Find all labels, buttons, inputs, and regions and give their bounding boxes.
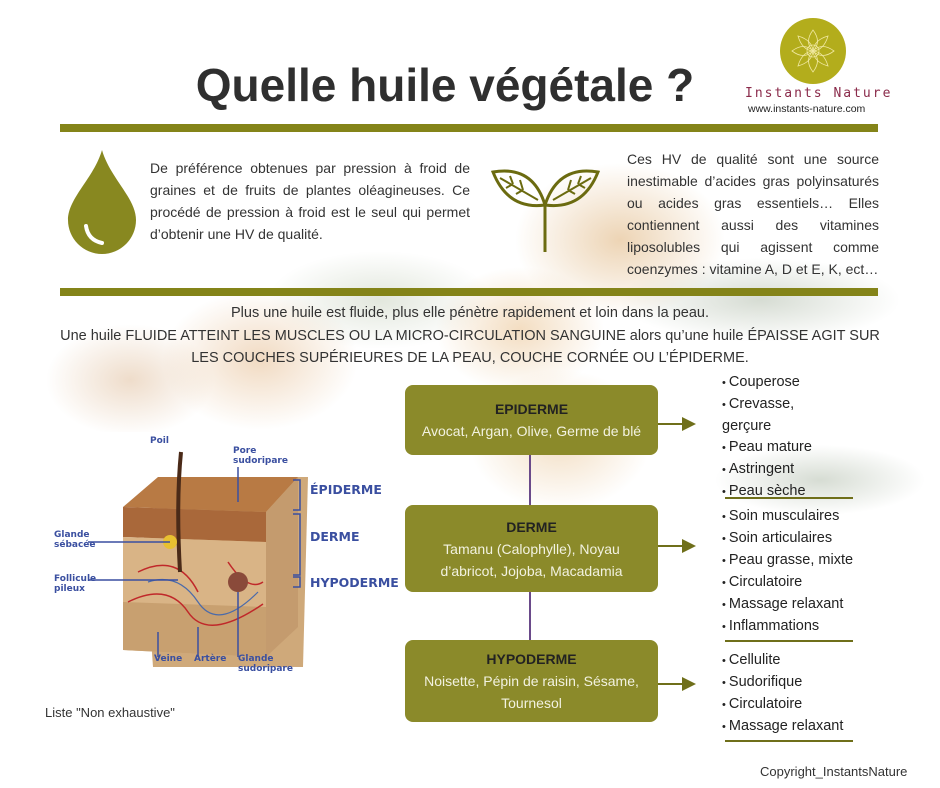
list-item: Soin articulaires: [722, 528, 853, 550]
layer-name: EPIDERME: [494, 401, 569, 417]
layer-oils: Noisette, Pépin de raisin, Sésame, Tourn…: [424, 673, 639, 711]
uses-list-derme: Soin musculaires Soin articulaires Peau …: [722, 506, 853, 638]
layer-name: DERME: [506, 518, 557, 535]
label-artere: Artère: [194, 654, 227, 664]
layer-oils: Avocat, Argan, Olive, Germe de blé: [421, 423, 642, 439]
label-pore-2: sudoripare: [233, 456, 288, 466]
uses-list-epiderme: Couperose Crevasse, gerçure Peau mature …: [722, 372, 842, 503]
list-item: Massage relaxant: [722, 594, 853, 616]
layer-box-derme: DERME Tamanu (Calophylle), Noyau d’abric…: [405, 505, 658, 592]
brand-url[interactable]: www.instants-nature.com: [748, 103, 866, 115]
label-veine: Veine: [154, 654, 183, 664]
intro-right-text: Ces HV de qualité sont une source inesti…: [627, 151, 879, 277]
intro-left-text: De préférence obtenues par pression à fr…: [150, 160, 470, 242]
label-glande-1: Glande: [54, 530, 90, 540]
oil-drop-icon: [66, 148, 138, 260]
center-line: Une huile FLUIDE ATTEINT LES MUSCLES OU …: [60, 327, 880, 344]
list-item: Soin musculaires: [722, 506, 853, 528]
label-gs-2: sudoripare: [238, 664, 293, 674]
plant-icon: [488, 160, 603, 259]
list-item: Inflammations: [722, 616, 853, 638]
label-hypoderme: HYPODERME: [310, 575, 399, 590]
layer-name: HYPODERME: [486, 651, 577, 667]
layer-box-epiderme: EPIDERME Avocat, Argan, Olive, Germe de …: [405, 385, 658, 455]
copyright-text: Copyright_InstantsNature: [760, 764, 908, 779]
separator: [725, 497, 853, 499]
list-item: Circulatoire: [722, 572, 853, 594]
divider-top: [60, 124, 878, 132]
label-gs-1: Glande: [238, 654, 274, 664]
label-derme: DERME: [310, 529, 360, 544]
label-follicule-2: pileux: [54, 584, 85, 594]
page-title: Quelle huile végétale ?: [195, 59, 695, 111]
list-item: Peau grasse, mixte: [722, 550, 853, 572]
note-text: Liste "Non exhaustive": [45, 705, 175, 720]
uses-list-hypoderme: Cellulite Sudorifique Circulatoire Massa…: [722, 650, 843, 738]
divider-middle: [60, 288, 878, 296]
arrow-icon: [658, 677, 696, 691]
list-item: Astringent: [722, 459, 842, 481]
layer-box-hypoderme: HYPODERME Noisette, Pépin de raisin, Sés…: [405, 640, 658, 722]
list-item: Massage relaxant: [722, 716, 843, 738]
label-glande-2: sébacée: [54, 540, 96, 550]
list-item: Peau sèche: [722, 481, 842, 503]
layer-oils: Tamanu (Calophylle), Noyau d’abricot, Jo…: [440, 540, 623, 579]
label-epiderme: ÉPIDERME: [310, 482, 382, 497]
arrow-icon: [658, 539, 696, 553]
fluidity-explanation: Plus une huile est fluide, plus elle pén…: [40, 302, 900, 370]
list-item: Couperose: [722, 372, 842, 394]
list-item: Circulatoire: [722, 694, 843, 716]
list-item: Sudorifique: [722, 672, 843, 694]
arrow-icon: [658, 417, 696, 431]
list-item: Cellulite: [722, 650, 843, 672]
list-item: Crevasse, gerçure: [722, 394, 842, 437]
center-line: Plus une huile est fluide, plus elle pén…: [230, 305, 709, 321]
label-poil: Poil: [150, 436, 169, 446]
center-line: LES COUCHES SUPÉRIEURES DE LA PEAU, COUC…: [191, 350, 749, 366]
connector-line: [529, 592, 531, 640]
connector-line: [529, 455, 531, 505]
label-follicule-1: Follicule: [54, 574, 97, 584]
brand-logo: [780, 18, 846, 84]
brand-name: Instants Nature: [745, 86, 893, 101]
label-pore-1: Pore: [233, 446, 257, 456]
separator: [725, 640, 853, 642]
list-item: Peau mature: [722, 437, 842, 459]
separator: [725, 740, 853, 742]
